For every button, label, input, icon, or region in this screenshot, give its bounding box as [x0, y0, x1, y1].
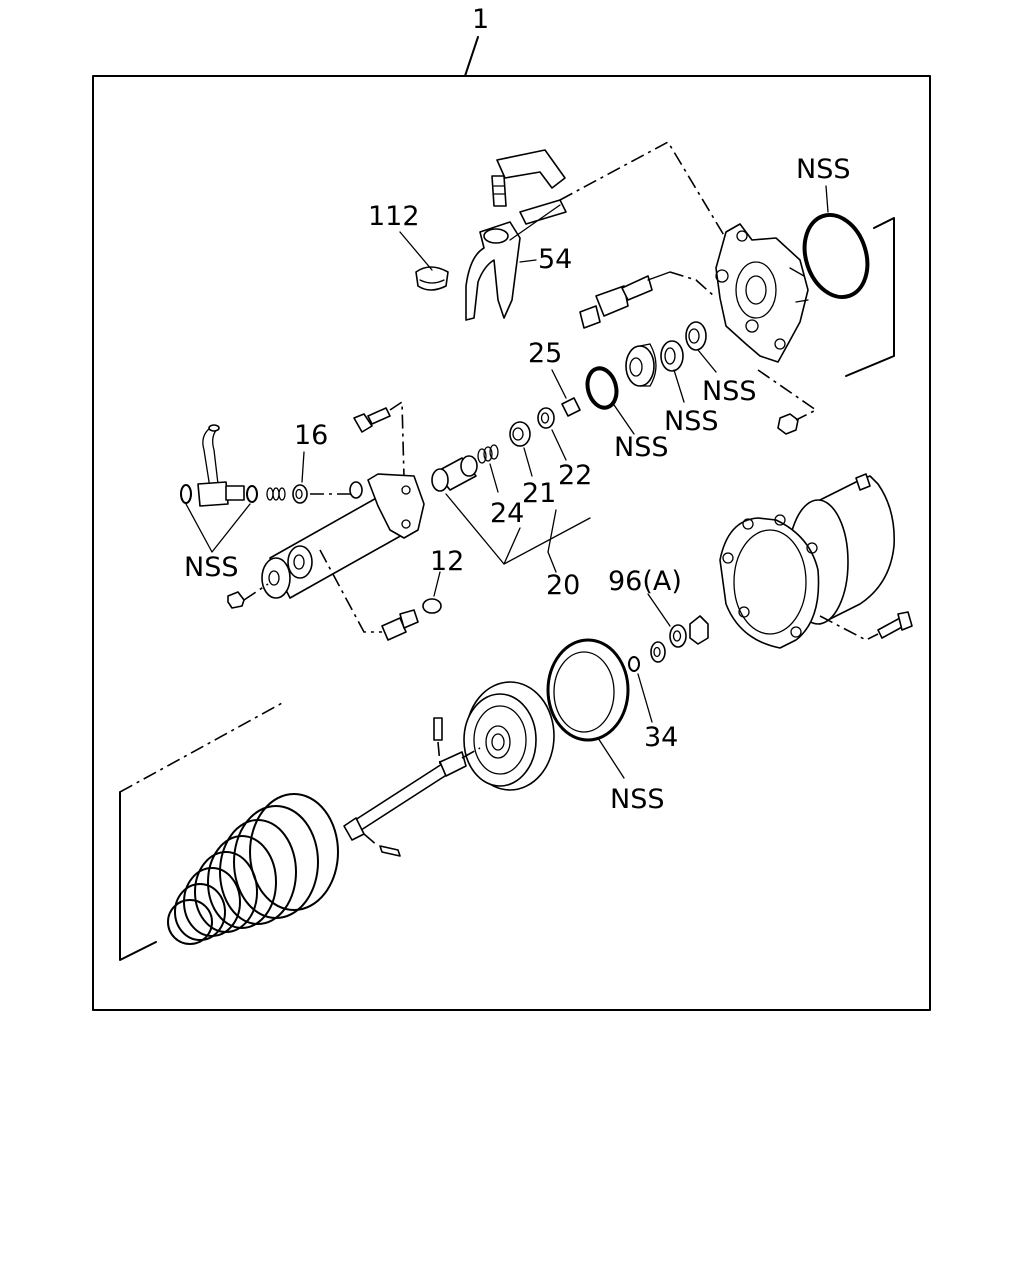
pulley-part — [463, 681, 555, 791]
dashline-bolt-top — [389, 400, 405, 479]
leader-54 — [519, 259, 537, 263]
dashline-bracket — [559, 140, 741, 263]
o-ring-nss-mid — [585, 366, 619, 410]
dashline-spring — [119, 701, 285, 793]
leader-nss-top-right — [825, 185, 829, 213]
part-12-cap — [422, 598, 442, 614]
bearing-disc-part — [625, 343, 657, 387]
assembly-frame — [92, 75, 931, 1011]
leader-12 — [433, 571, 441, 597]
bleeder-screw-part — [381, 609, 419, 641]
right-bracket-line — [845, 217, 895, 377]
piston-part — [431, 455, 478, 492]
label-nss-top-right: NSS — [796, 154, 850, 185]
leader-34 — [637, 673, 653, 723]
label-21: 21 — [522, 478, 556, 509]
dashline-nut — [757, 369, 818, 421]
leader-nss-mid1 — [673, 369, 685, 403]
spring-left — [266, 487, 286, 501]
label-25: 25 — [528, 338, 562, 369]
dashline-shaft — [461, 747, 481, 759]
label-54: 54 — [538, 244, 572, 275]
bracket-20-a — [503, 527, 521, 565]
leader-nss-pulley — [597, 737, 625, 779]
front-housing-part — [719, 473, 895, 649]
seal-ring-1-part — [660, 340, 684, 372]
part-21 — [509, 421, 531, 447]
small-nut-part — [227, 591, 245, 609]
leader-21 — [523, 447, 533, 477]
leader-16 — [301, 451, 305, 483]
assembly-leader — [464, 36, 479, 77]
label-assembly-1: 1 — [472, 4, 489, 35]
dashline-pin — [437, 741, 441, 765]
bolt-top-left — [353, 407, 391, 433]
nut-part — [777, 413, 799, 435]
spring-set-part — [167, 793, 339, 945]
leader-25 — [551, 369, 567, 399]
shaft-part — [343, 751, 467, 857]
dashline-bleeder — [319, 549, 382, 633]
dashline-shaft-pin — [363, 833, 379, 847]
label-12: 12 — [430, 546, 464, 577]
spring-bracket-line — [119, 791, 157, 961]
part-22 — [537, 407, 555, 429]
leader-112 — [399, 231, 433, 271]
cylinder-body-part — [261, 473, 425, 599]
label-96a: 96(A) — [608, 566, 682, 597]
large-o-ring-nss — [802, 212, 870, 300]
inlet-pipe-part — [202, 424, 220, 489]
part-34-ring — [628, 656, 640, 672]
leader-24a — [489, 463, 499, 493]
pin-part — [433, 717, 443, 741]
pulley-seal-nss — [546, 638, 630, 742]
bolt-right — [877, 611, 913, 639]
bracket-20-b — [547, 509, 557, 553]
dashline-small-nut — [243, 583, 269, 601]
sensor-part — [579, 271, 671, 329]
clip-part-112 — [415, 266, 449, 291]
leader-nss-left — [185, 503, 251, 553]
leader-22 — [551, 429, 567, 461]
seal-ring-2-part — [685, 321, 707, 351]
dashline-sensor — [669, 271, 715, 297]
part-16 — [292, 484, 308, 504]
leader-nss-mid2 — [697, 349, 717, 373]
o-ring-left-1 — [180, 484, 192, 504]
label-20: 20 — [546, 570, 580, 601]
label-nss-pulley: NSS — [610, 784, 664, 815]
rear-housing-part — [715, 223, 809, 363]
o-ring-left-2 — [246, 485, 258, 503]
inlet-fitting-part — [197, 481, 245, 507]
part-25 — [561, 397, 581, 417]
part-96a — [669, 615, 709, 648]
label-nss-mid1: NSS — [664, 406, 718, 437]
label-nss-left: NSS — [184, 552, 238, 583]
label-16: 16 — [294, 420, 328, 451]
label-112: 112 — [368, 201, 420, 232]
label-22: 22 — [558, 460, 592, 491]
fork-bracket-part — [465, 149, 567, 321]
part-24-spring — [477, 444, 499, 464]
leader-nss-ring-mid — [611, 401, 635, 435]
label-24a: 24 — [490, 498, 524, 529]
washer-part — [650, 641, 666, 663]
label-nss-ring-mid: NSS — [614, 432, 668, 463]
label-34: 34 — [644, 722, 678, 753]
leader-96a — [647, 593, 671, 627]
label-nss-mid2: NSS — [702, 376, 756, 407]
dashline-bolt-right — [819, 615, 879, 641]
leader-20 — [547, 551, 557, 573]
